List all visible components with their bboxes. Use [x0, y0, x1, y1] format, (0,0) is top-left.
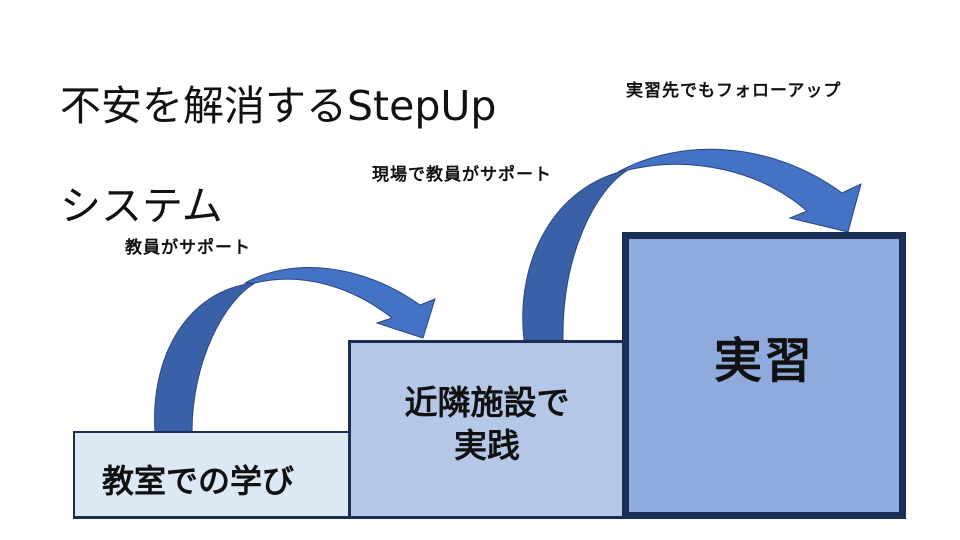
step-box-nearby-facility: 近隣施設で 実践: [348, 340, 626, 519]
arrow-1-shadow-side: [154, 282, 256, 433]
title-line-1: 不安を解消するStepUp: [60, 82, 497, 130]
title-line-2: システム: [60, 182, 223, 230]
followup-caption: 実習先でもフォローアップ: [626, 81, 842, 101]
step-label-practicum: 実習: [713, 333, 814, 389]
arrow-2-shadow-side: [522, 169, 629, 341]
step-label-classroom: 教室での学び: [102, 461, 295, 500]
curved-arrow-icon: [154, 267, 436, 433]
step-box-practicum: 実習: [622, 232, 906, 519]
arrow-1-body: [243, 267, 436, 339]
arrow-caption-teacher-support: 教員がサポート: [125, 238, 251, 258]
step-label-nearby-facility: 近隣施設で 実践: [404, 383, 570, 465]
step-box-classroom: 教室での学び: [73, 431, 353, 519]
arrow-2-body: [617, 148, 862, 233]
page-title: 不安を解消するStepUp システム: [60, 31, 496, 231]
arrow-caption-onsite-support: 現場で教員がサポート: [372, 165, 552, 185]
